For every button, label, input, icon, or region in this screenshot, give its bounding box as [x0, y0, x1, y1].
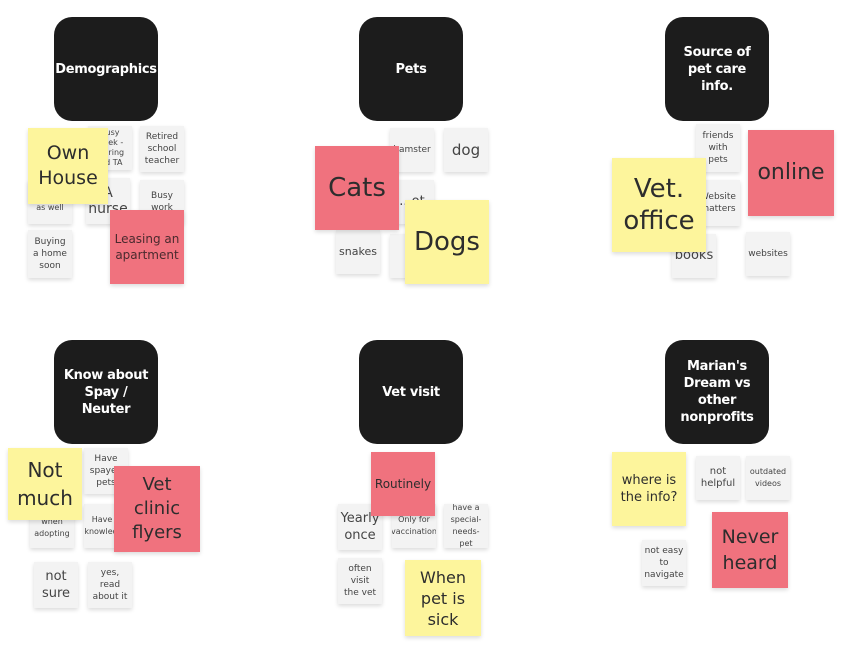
header-know-about-spay-neuter[interactable]: Know about Spay / Neuter — [54, 340, 158, 444]
sticky-note[interactable]: When pet is sick — [405, 560, 481, 636]
sticky-note[interactable]: Own House — [28, 128, 108, 204]
sticky-note[interactable]: not helpful — [696, 456, 740, 500]
sticky-note[interactable]: online — [748, 130, 834, 216]
sticky-note[interactable]: Buying a home soon — [28, 230, 72, 278]
sticky-note[interactable]: outdated videos — [746, 456, 790, 500]
sticky-note[interactable]: Not much — [8, 448, 82, 520]
header-source-of-pet-care-info[interactable]: Source of pet care info. — [665, 17, 769, 121]
sticky-note[interactable]: snakes — [336, 230, 380, 274]
sticky-note[interactable]: Never heard — [712, 512, 788, 588]
sticky-note[interactable]: Cats — [315, 146, 399, 230]
sticky-note[interactable]: Retired school teacher — [140, 126, 184, 172]
sticky-note[interactable]: Routinely — [371, 452, 435, 516]
sticky-note[interactable]: Dogs — [405, 200, 489, 284]
sticky-note[interactable]: dog — [444, 128, 488, 172]
sticky-note[interactable]: not easy to navigate — [642, 540, 686, 586]
header-vet-visit[interactable]: Vet visit — [359, 340, 463, 444]
header-marians-dream[interactable]: Marian's Dream vs other nonprofits — [665, 340, 769, 444]
sticky-note[interactable]: Vet. office — [612, 158, 706, 252]
sticky-note[interactable]: where is the info? — [612, 452, 686, 526]
sticky-note[interactable]: Leasing an apartment — [110, 210, 184, 284]
header-demographics[interactable]: Demographics — [54, 17, 158, 121]
sticky-note[interactable]: have a special-needs-pet — [444, 504, 488, 548]
header-pets[interactable]: Pets — [359, 17, 463, 121]
sticky-note[interactable]: yes, read about it — [88, 562, 132, 608]
sticky-note[interactable]: not sure — [34, 562, 78, 608]
sticky-note[interactable]: often visit the vet — [338, 558, 382, 604]
sticky-note[interactable]: Vet clinic flyers — [114, 466, 200, 552]
sticky-note[interactable]: websites — [746, 232, 790, 276]
